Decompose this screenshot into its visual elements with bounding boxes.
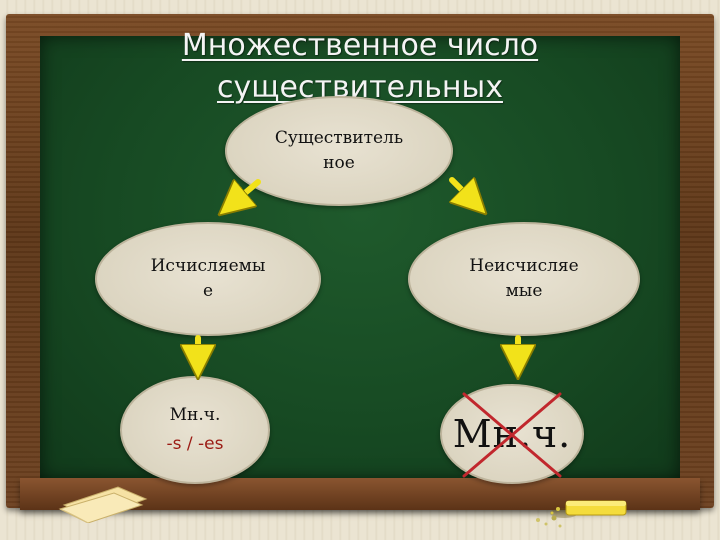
node-plural-countable: Мн.ч. -s / -es [120,376,270,484]
node-plural-uncountable-label: Мн.ч. [452,412,572,456]
node-uncountable-line1: Неисчисляе [469,256,579,276]
slide-title-line1: Множественное число [40,26,680,66]
chalk-dust-icon [536,515,562,528]
node-plural-countable-label: Мн.ч. [169,405,221,425]
plural-suffix: -s / -es [166,434,224,454]
paper-sheets-icon [58,486,148,523]
node-noun-line2: ное [323,153,355,173]
node-countable-line2: е [202,281,214,301]
node-noun: Существитель ное [225,96,453,206]
node-uncountable-line2: мые [505,281,543,301]
node-uncountable: Неисчисляе мые [408,222,640,336]
node-countable-line1: Исчисляемы [150,256,266,276]
slide-title-text-1: Множественное число [181,28,539,63]
node-plural-uncountable: Мн.ч. [440,384,584,484]
chalk-stick-icon [550,500,627,518]
node-noun-line1: Существитель [274,128,404,148]
node-countable: Исчисляемы е [95,222,321,336]
